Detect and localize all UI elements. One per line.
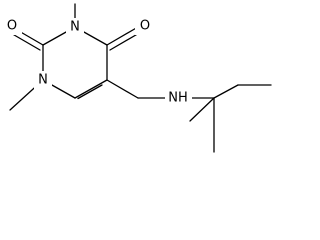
- atom-nitrogen-3: N: [70, 20, 80, 35]
- atom-oxygen-c4: O: [140, 19, 150, 34]
- bond-cq-methyl-left: [189, 97, 215, 122]
- atom-amine-nitrogen: NH: [168, 91, 188, 106]
- atom-nitrogen-1: N: [38, 73, 48, 88]
- molecule-structure: O N O N NH: [6, 3, 272, 153]
- atom-oxygen-c2: O: [7, 19, 17, 34]
- molecule-canvas: O N O N NH: [6, 3, 272, 153]
- bond-c5-c6: [74, 79, 108, 99]
- bond-cq-ch2: [213, 84, 239, 99]
- bond-c4-o-a: [106, 26, 139, 46]
- bond-c5-ch2: [106, 79, 139, 99]
- bond-c5-c6-double: [77, 84, 103, 100]
